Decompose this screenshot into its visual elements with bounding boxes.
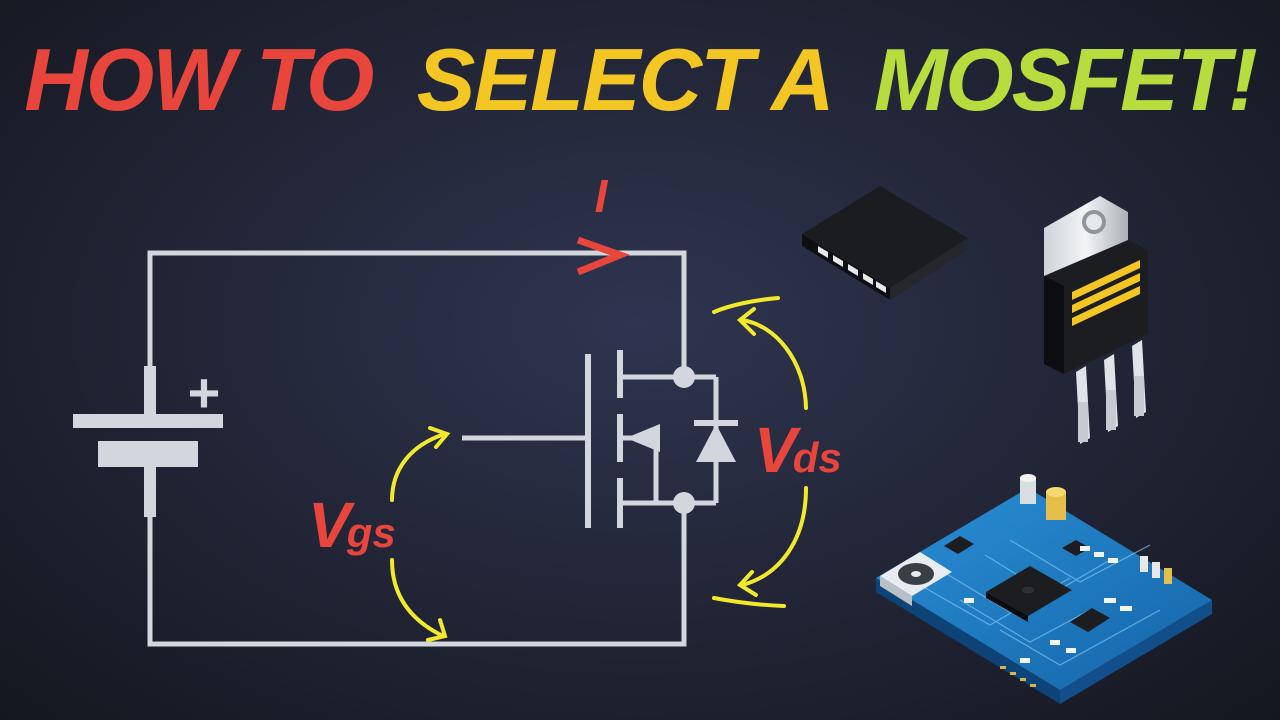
drain-node xyxy=(673,366,695,388)
current-arrow-icon xyxy=(576,236,630,276)
to220-package-icon xyxy=(1044,196,1148,444)
bottom-wire xyxy=(147,515,687,647)
title-part-mosfet: MOSFET! xyxy=(874,30,1257,129)
top-wire xyxy=(147,250,687,368)
title-part-select-a: SELECT A xyxy=(417,30,830,129)
smd-package-icon xyxy=(802,186,968,300)
vgs-arrows xyxy=(390,426,451,642)
battery-plus-sign: + xyxy=(188,361,221,424)
capacitor-group xyxy=(1020,474,1172,584)
vds-label: Vds xyxy=(754,414,842,486)
body-arrow-icon xyxy=(626,424,660,452)
vgs-label: Vgs xyxy=(308,489,396,561)
title-part-how-to: HOW TO xyxy=(24,30,373,129)
battery-symbol xyxy=(73,366,223,517)
vds-arrows xyxy=(712,296,808,608)
body-diode-icon xyxy=(696,424,736,462)
current-label: I xyxy=(595,170,609,222)
circuit-wires xyxy=(147,250,687,647)
battery-short-plate xyxy=(98,441,198,467)
circuit-board-icon xyxy=(876,474,1212,704)
page-title: HOW TO SELECT A MOSFET! xyxy=(24,30,1256,129)
battery-long-plate xyxy=(73,414,223,428)
source-node xyxy=(673,492,695,514)
